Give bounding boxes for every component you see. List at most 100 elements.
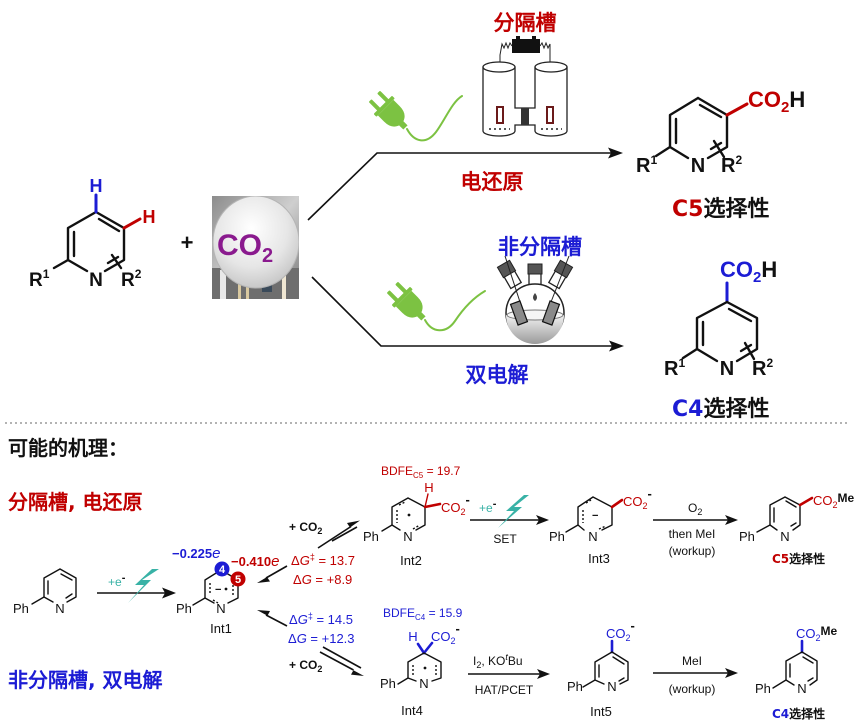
plus-sign: + <box>181 230 194 255</box>
electrode-right <box>546 106 554 124</box>
c4-charge-value: −0.225 <box>172 546 212 561</box>
phenyl-label: Ph <box>13 601 29 616</box>
double-bond-lines <box>598 656 625 682</box>
double-bond-lines <box>72 217 121 265</box>
stopper <box>496 259 517 279</box>
selectivity-site: C5 <box>772 552 789 566</box>
carboxylate-charge: - <box>456 621 460 636</box>
double-bond-lines <box>773 500 797 527</box>
c4-h-bond <box>416 642 426 655</box>
bdfe-c5-label: BDFEC5 = 19.7 <box>381 464 461 480</box>
carboxyl-co: CO <box>748 87 781 112</box>
equilibrium-forward-undivided <box>319 651 354 671</box>
plug-prong <box>395 282 407 294</box>
carboxyl-h: H <box>761 257 777 282</box>
c4-charge-label: −0.225e <box>172 545 220 562</box>
balloon <box>212 196 299 289</box>
r1-label: R1 <box>636 153 657 177</box>
wire-right <box>539 41 551 107</box>
radical-dot <box>423 666 427 670</box>
set-arrowhead <box>536 515 549 525</box>
cell-body <box>482 67 568 137</box>
carboxyl-bond <box>725 102 749 117</box>
bdfe-name: BDFE <box>381 464 413 478</box>
carboxylate-co: CO <box>431 629 451 644</box>
ring-bonds <box>43 568 77 603</box>
equilibrium-head <box>351 670 364 676</box>
mechanism-heading: 可能的机理： <box>8 436 128 460</box>
g-symbol: G <box>300 553 310 568</box>
bdfe-value: = 15.9 <box>425 606 462 620</box>
ring-bonds <box>668 96 729 160</box>
ring-bonds <box>594 651 629 685</box>
bdfe-value: = 19.7 <box>423 464 460 478</box>
plug-prong <box>369 99 381 111</box>
c5-hydrogen-label: H <box>143 207 156 227</box>
ester-subscript: 2 <box>816 633 821 643</box>
undivided-cell-label: 非分隔槽 <box>498 235 582 259</box>
methyl-label: Me <box>821 624 838 638</box>
oxygen-reagent-label: O2 <box>688 501 702 517</box>
ester-co: CO <box>796 626 816 641</box>
carboxylate-label: CO2- <box>623 486 652 511</box>
nitrogen-label: N <box>691 155 705 177</box>
nitrogen-label: N <box>797 681 806 696</box>
phenyl-label: Ph <box>176 601 192 616</box>
stir-bar <box>533 293 537 301</box>
flask-right-neck <box>547 259 574 290</box>
oxygen-subscript: 2 <box>697 507 702 517</box>
c5-charge-value: −0.410 <box>231 554 271 569</box>
hydrogen-label: H <box>424 480 433 495</box>
double-bond-lines <box>701 307 753 353</box>
lightning-bolt-icon <box>128 569 159 603</box>
intermediate-int1: − 4 5 Ph N Int1 −0.225e −0.410e <box>172 545 279 636</box>
electron-reagent-label: +e- <box>479 498 497 515</box>
lab-clutter <box>220 270 226 299</box>
nitrogen-label: N <box>588 529 597 544</box>
carboxylate-bond <box>610 498 624 509</box>
r2-symbol: R <box>752 358 767 380</box>
paired-electrolysis-label: 双电解 <box>466 363 529 387</box>
carboxyl-subscript: 2 <box>781 99 789 116</box>
arrowhead-divided-route <box>608 147 623 159</box>
r2-symbol: R <box>721 155 736 177</box>
divided-cell-label: 分隔槽 <box>494 11 557 35</box>
hat-pcet-arrowhead <box>537 669 550 679</box>
co2-addition-text: + CO <box>289 658 317 672</box>
delocalization-dashes <box>582 499 607 530</box>
energy-value: = 14.5 <box>313 612 353 627</box>
selectivity-text: 选择性 <box>789 706 825 721</box>
c4-product-structure: CO2H R1 N R2 <box>664 257 777 380</box>
activation-energy-undivided: ΔG‡ = 14.5 <box>289 611 353 627</box>
double-bond-lines <box>789 656 814 682</box>
bdfe-subscript: C4 <box>415 613 426 622</box>
r1-superscript: 1 <box>650 153 657 167</box>
electrode-left <box>509 300 529 326</box>
base-text: , KO <box>481 654 505 668</box>
nitrogen-label: N <box>720 358 734 380</box>
energy-value: = +12.3 <box>307 631 355 646</box>
workup-arrowhead <box>725 515 738 525</box>
electron-charge: - <box>122 572 126 584</box>
int5-label: Int5 <box>590 704 612 719</box>
right-cell-rim <box>534 61 568 73</box>
r2-superscript: 2 <box>766 356 773 370</box>
intermediate-int4: H CO2- Ph N Int4 <box>380 621 460 718</box>
phenyl-bond <box>565 524 579 533</box>
phenyl-label: Ph <box>380 676 396 691</box>
iodine-subscript: 2 <box>476 660 481 670</box>
delta-symbol: Δ <box>289 612 298 627</box>
electron-text: +e <box>479 501 493 515</box>
battery-terminal <box>532 36 536 39</box>
carboxylate-subscript: 2 <box>451 636 456 646</box>
carboxylate-subscript: 2 <box>626 633 631 643</box>
hydrogen-label: H <box>408 629 417 644</box>
plug-prong <box>387 290 399 302</box>
wire-left <box>499 41 513 107</box>
carboxylate-subscript: 2 <box>643 501 648 511</box>
workup-arrowhead <box>725 668 738 678</box>
phenyl-label: Ph <box>363 529 379 544</box>
charge-unit: e <box>271 553 279 570</box>
oxygen-text: O <box>688 501 697 515</box>
c5-charge-label: −0.410e <box>231 553 279 570</box>
